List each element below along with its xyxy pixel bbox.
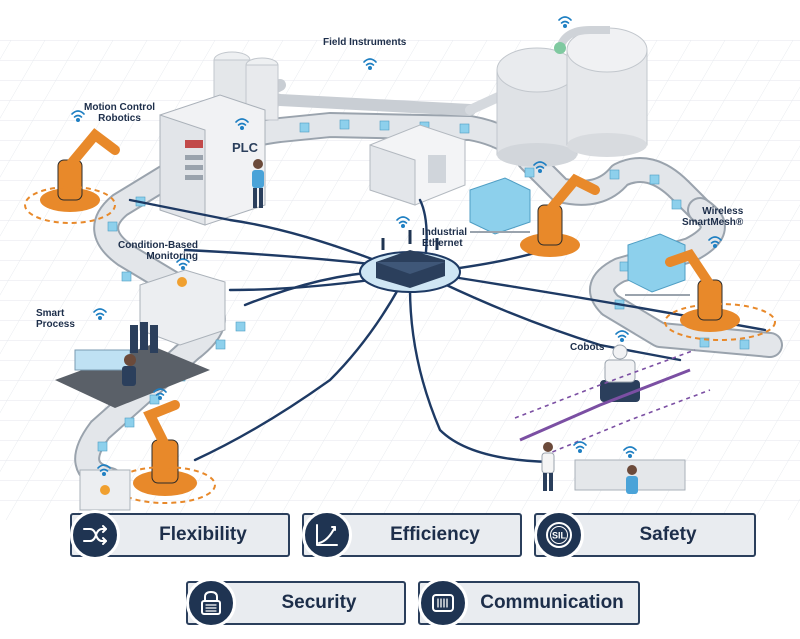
- label-condition-based-monitoring: Condition-Based Monitoring: [118, 240, 198, 262]
- benefit-flexibility: Flexibility: [70, 510, 290, 560]
- benefit-communication: Communication: [418, 578, 640, 628]
- wifi-icon: [558, 16, 572, 29]
- wifi-icon: [533, 161, 547, 174]
- condition-monitoring-station: [139, 269, 226, 346]
- benefit-flexibility-label: Flexibility: [159, 524, 247, 545]
- robot-arm-1: [24, 128, 120, 224]
- wifi-icon: [708, 236, 722, 249]
- chip-icon: [418, 578, 468, 628]
- robot-arm-3: [664, 248, 776, 341]
- padlock-icon: [186, 578, 236, 628]
- wifi-icon: [176, 258, 190, 271]
- benefit-communication-label: Communication: [480, 592, 624, 613]
- robot-arm-4: [114, 400, 216, 504]
- label-field-instruments: Field Instruments: [323, 37, 407, 48]
- smart-process-room: [55, 322, 210, 408]
- storage-tanks: [496, 26, 648, 167]
- crate-cart-2: [625, 233, 690, 296]
- benefit-efficiency: Efficiency: [302, 510, 522, 560]
- label-motion-control-robotics: Motion Control Robotics: [84, 102, 156, 124]
- wifi-icon: [153, 388, 167, 401]
- wifi-icon: [97, 464, 111, 477]
- shuffle-arrows-icon: [70, 510, 120, 560]
- wifi-icon: [235, 118, 249, 131]
- plc-sign: PLC: [232, 140, 258, 155]
- label-cobots: Cobots: [570, 342, 605, 353]
- wifi-icon: [363, 58, 377, 71]
- sil-text: SIL: [552, 531, 567, 541]
- label-wireless-smartmesh: Wireless SmartMesh®: [682, 206, 744, 228]
- benefit-security: Security: [186, 578, 406, 628]
- technician-figure: [252, 159, 264, 208]
- ethernet-hub: [359, 230, 461, 293]
- control-building: [369, 124, 466, 206]
- wifi-icon: [615, 330, 629, 343]
- wifi-icon: [71, 110, 85, 123]
- cobot: [600, 344, 640, 402]
- label-smart-process: Smart Process: [36, 308, 75, 330]
- safety-path: [514, 349, 711, 456]
- benefit-efficiency-label: Efficiency: [390, 524, 480, 545]
- robot-arm-2: [520, 173, 600, 257]
- worker-figures: [541, 442, 686, 494]
- wifi-icon: [93, 308, 107, 321]
- plc-cabinet: [159, 51, 279, 226]
- bottom-left-machine: [79, 469, 131, 511]
- wifi-icon: [623, 446, 637, 459]
- growth-gauge-icon: [302, 510, 352, 560]
- benefit-safety-label: Safety: [639, 524, 697, 545]
- benefit-security-label: Security: [281, 592, 357, 613]
- wifi-icons: [71, 16, 722, 477]
- label-industrial-ethernet: Industrial Ethernet: [422, 227, 468, 249]
- sil-badge-icon: SIL: [534, 510, 584, 560]
- benefit-safety: SIL Safety: [534, 510, 756, 560]
- wifi-icon: [573, 441, 587, 454]
- wifi-icon: [396, 216, 410, 229]
- crate-cart-1: [469, 177, 531, 235]
